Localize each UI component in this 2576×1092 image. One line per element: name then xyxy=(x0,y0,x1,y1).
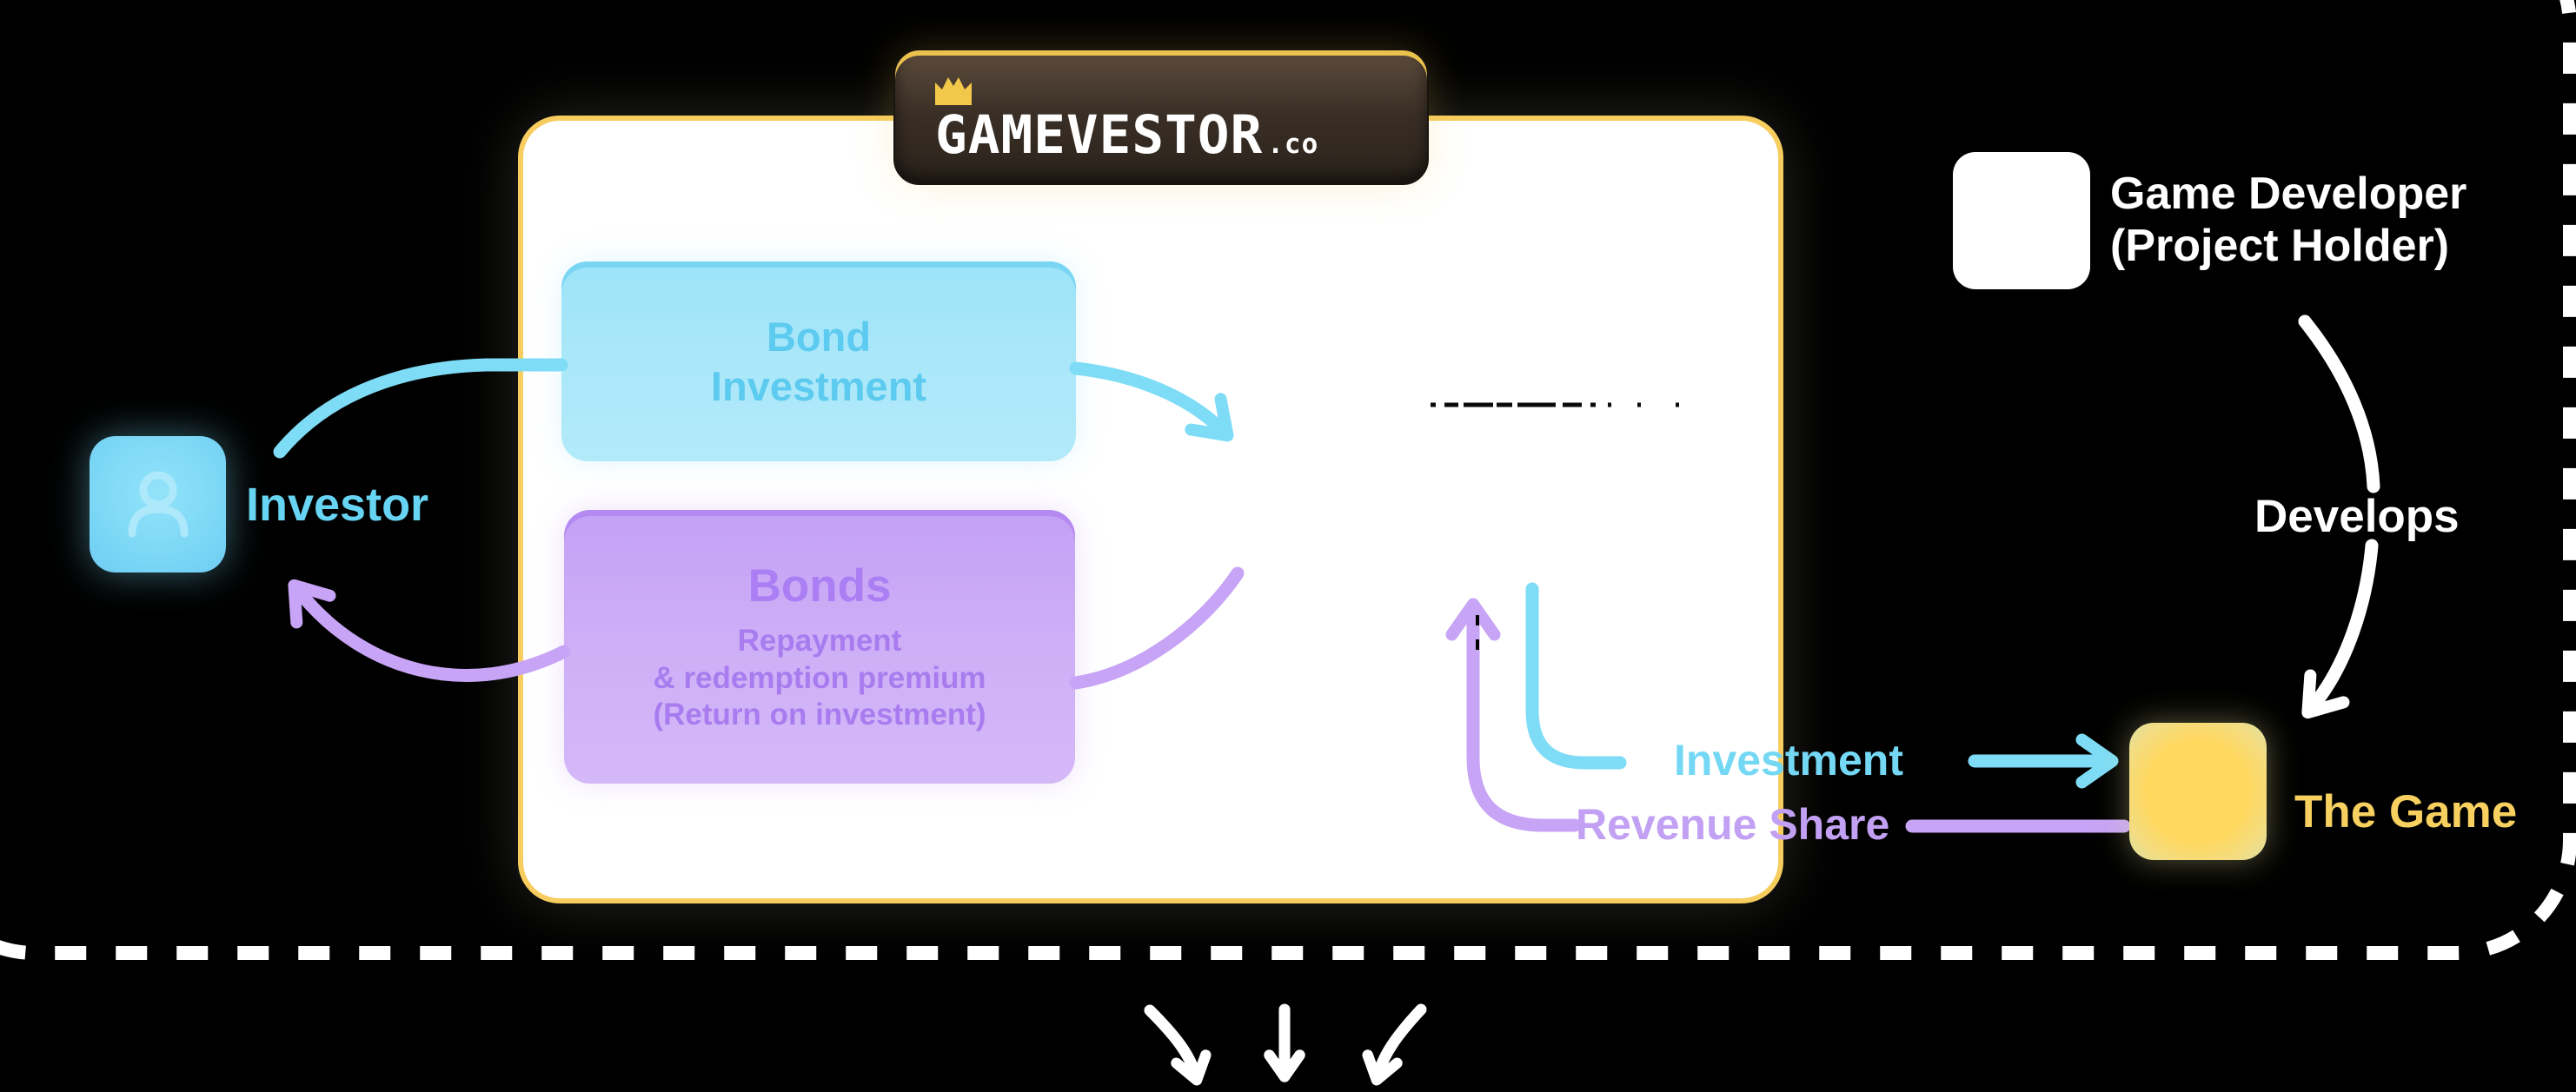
develops-arrow-upper xyxy=(2298,314,2380,493)
logo-brand-text: GAMEVESTOR xyxy=(935,104,1264,166)
person-icon xyxy=(128,471,188,537)
investor-to-bond-line xyxy=(273,358,568,459)
bonds-repayment-card: Bonds Repayment & redemption premium (Re… xyxy=(564,510,1075,784)
dashed-boundary-frame xyxy=(0,0,2576,960)
bond-investment-card: Bond Investment xyxy=(561,261,1076,461)
bottom-arrow-right xyxy=(1362,1003,1427,1086)
bond-into-platform-arrow xyxy=(1069,361,1234,442)
bond-investment-line1: Bond xyxy=(766,313,872,360)
game-developer-line1: Game Developer xyxy=(2110,169,2467,219)
crown-icon xyxy=(935,77,972,105)
bonds-card-sub3: (Return on investment) xyxy=(653,698,986,732)
game-developer-line2: (Project Holder) xyxy=(2110,220,2450,271)
gamevestor-logo: GAMEVESTOR.co xyxy=(893,49,1429,185)
bonds-to-investor-arrow xyxy=(288,579,571,682)
logo-tld-text: .co xyxy=(1267,129,1319,160)
bond-investment-line2: Investment xyxy=(710,363,927,409)
bottom-arrow-left xyxy=(1144,1004,1212,1086)
bonds-right-curve-line xyxy=(1069,566,1245,690)
logo-wordmark: GAMEVESTOR.co xyxy=(935,104,1318,166)
revenue-share-flow-label: Revenue Share xyxy=(1576,800,1890,849)
bonds-card-title: Bonds xyxy=(747,559,892,612)
develops-label: Develops xyxy=(2254,491,2460,542)
investment-flow-label: Investment xyxy=(1674,736,1903,784)
investment-elbow-line xyxy=(1525,582,1627,770)
investor-label: Investor xyxy=(246,479,429,531)
develops-arrow-lower xyxy=(2301,539,2379,719)
game-developer-label: Game Developer (Project Holder) xyxy=(2110,169,2466,273)
investor-icon xyxy=(90,436,226,572)
the-game-label: The Game xyxy=(2294,786,2518,837)
bonds-card-sub1: Repayment xyxy=(737,623,902,658)
bonds-card-sub2: & redemption premium xyxy=(653,660,986,695)
the-game-icon xyxy=(2129,723,2267,860)
game-developer-icon xyxy=(1953,152,2090,289)
revenue-share-up-arrow xyxy=(1445,598,1582,832)
